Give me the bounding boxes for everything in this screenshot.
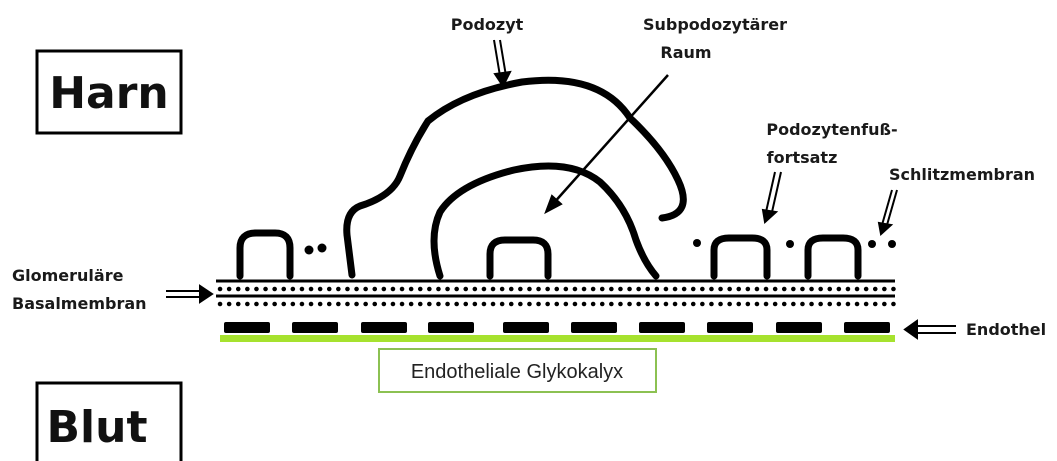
blut-label: Blut: [47, 402, 148, 453]
harn-box: Harn: [37, 51, 181, 133]
endothelium: [224, 322, 890, 333]
basalmembran-arrow: [166, 286, 212, 302]
glycocalyx-label-box: Endotheliale Glykokalyx: [379, 349, 656, 392]
blut-box: Blut: [37, 383, 181, 461]
foot-process-right-2: [808, 238, 858, 276]
foot-process-left: [240, 233, 290, 276]
endothel-label: Endothel: [966, 320, 1046, 339]
harn-label: Harn: [49, 68, 169, 119]
subpodozytaerer-label-line1: Subpodozytärer: [643, 15, 787, 34]
foot-process-right-1: [714, 238, 767, 276]
podozyt-label: Podozyt: [451, 15, 524, 34]
endothel-arrow: [905, 321, 956, 338]
podozyt-arrow: [494, 40, 510, 86]
podozytenfuss-label-line1: Podozytenfuß-: [766, 120, 897, 139]
schlitzmembran-label: Schlitzmembran: [889, 165, 1035, 184]
foot-process-middle: [490, 240, 548, 276]
glycocalyx-bar: [220, 335, 895, 342]
glomerulaere-label-line1: Glomeruläre: [12, 266, 124, 285]
podocyte-shapes: [240, 80, 858, 276]
subpodozytaerer-label-line2: Raum: [660, 43, 711, 62]
podozytenfuss-label-line2: fortsatz: [767, 148, 838, 167]
schlitzmembran-arrow: [879, 190, 897, 234]
basement-membrane: [216, 281, 895, 304]
arrows: [166, 40, 956, 338]
glomerulaere-label-line2: Basalmembran: [12, 294, 147, 313]
podocyte-cell-body: [347, 80, 684, 275]
glycocalyx-label: Endotheliale Glykokalyx: [411, 361, 623, 383]
podozytenfuss-arrow: [763, 172, 781, 222]
